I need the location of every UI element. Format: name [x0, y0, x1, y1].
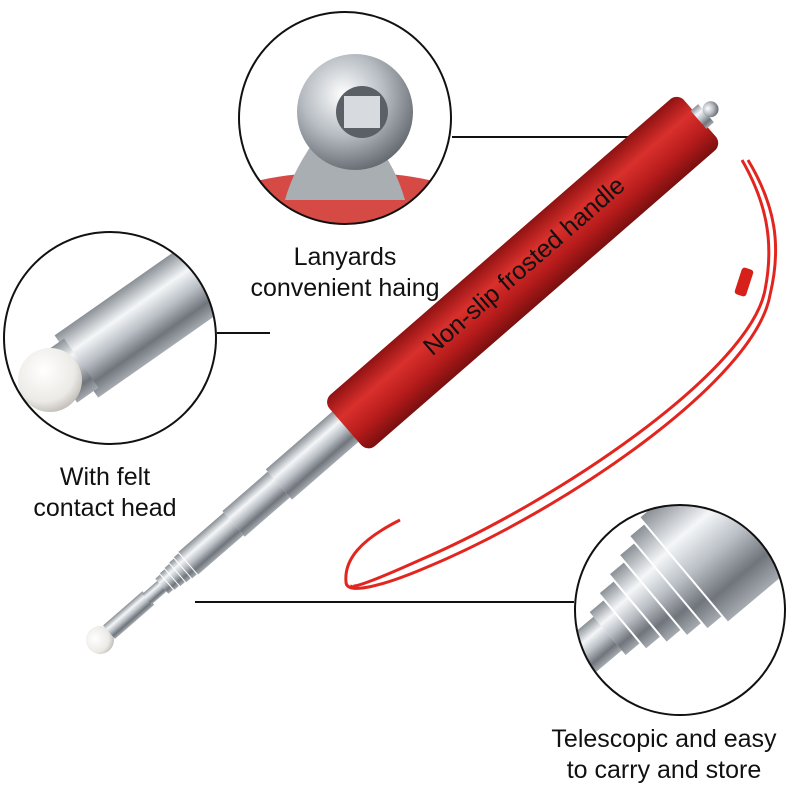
felt-ball-closeup	[18, 348, 82, 412]
caption-felt-head: With felt contact head	[0, 462, 210, 524]
lanyard-detail-circle	[238, 11, 452, 225]
felt-tip-ball	[86, 626, 114, 654]
lanyard-cord	[344, 159, 778, 590]
caption-telescopic: Telescopic and easy to carry and store	[528, 724, 800, 786]
pointer-rod	[86, 96, 719, 654]
cord-stopper	[734, 267, 754, 297]
caption-felt-line2: contact head	[33, 494, 177, 522]
caption-lanyard-line2: convenient haing	[250, 274, 440, 302]
caption-telescopic-line1: Telescopic and easy	[551, 725, 777, 753]
caption-lanyard-line1: Lanyards	[293, 243, 397, 271]
telescopic-detail-circle	[574, 504, 786, 716]
caption-telescopic-line2: to carry and store	[566, 756, 762, 784]
caption-felt-line1: With felt	[59, 463, 151, 491]
red-handle	[327, 96, 719, 449]
caption-lanyard: Lanyards convenient haing	[215, 242, 475, 304]
